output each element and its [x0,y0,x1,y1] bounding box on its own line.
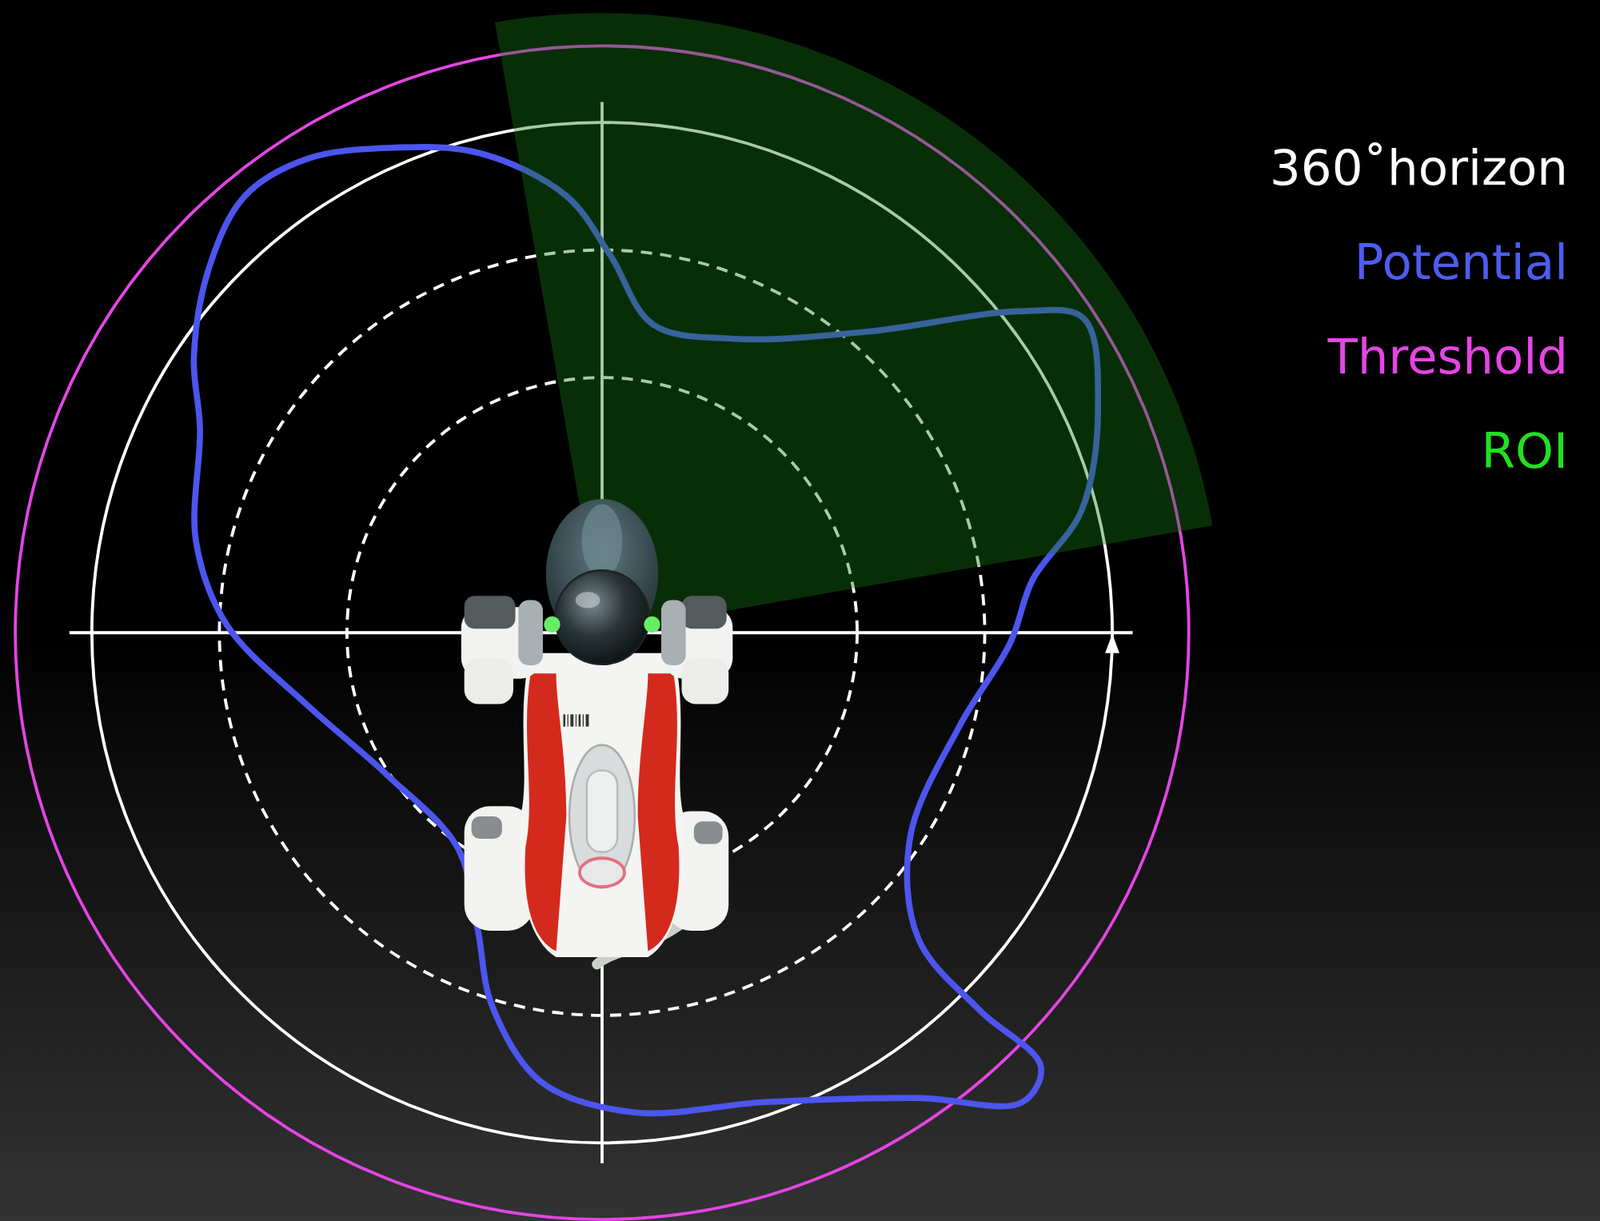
barcode [562,714,589,727]
leg-joint [694,821,723,844]
leg-joint [471,816,503,839]
head-highlight [581,503,623,578]
red-flank [524,673,567,951]
ear [661,599,687,666]
front-leg [682,658,730,704]
back-panel [569,745,635,889]
legend-text: 360˚horizon [1269,138,1569,197]
legend-text: Threshold [1269,327,1569,386]
legend-text: ROI [1269,421,1569,480]
roi-sector [494,12,1213,633]
ear [518,599,543,666]
face-highlight [575,591,601,608]
led [543,616,560,633]
paw [464,595,516,629]
direction-arrow [1105,634,1120,654]
legend: 360˚horizonPotentialThresholdROI [1269,138,1569,516]
status-light [579,857,625,887]
face-sphere [554,570,649,664]
robot-dog [461,498,733,965]
paw [682,595,727,629]
led [643,616,660,633]
torso [518,653,685,958]
front-leg [464,658,514,704]
back-sensor [586,770,618,853]
red-flank [638,673,680,951]
legend-text: Potential [1269,232,1569,292]
